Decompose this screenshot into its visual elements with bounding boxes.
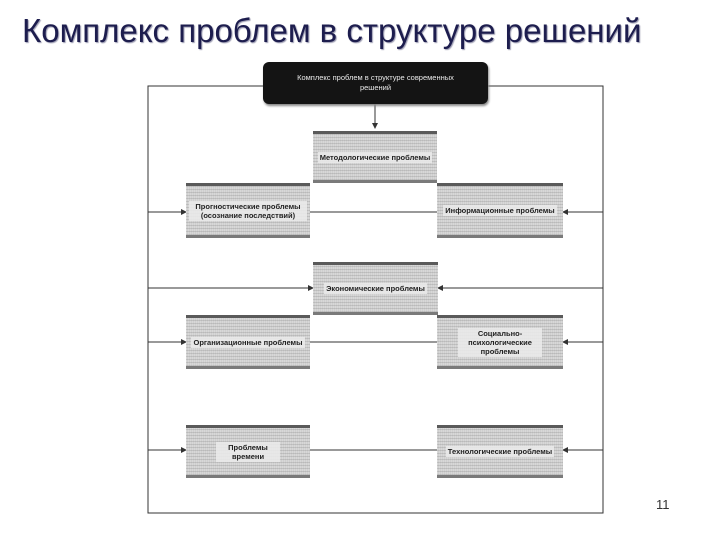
slide-title: Комплекс проблем в структуре решений — [22, 12, 642, 49]
root-node: Комплекс проблем в структуре современных… — [263, 62, 488, 104]
node-sociopsychological-label: Социально-психологические проблемы — [458, 327, 542, 357]
node-informational: Информационные проблемы — [437, 183, 563, 238]
node-economic: Экономические проблемы — [313, 262, 438, 315]
node-prognostic: Прогностические проблемы (осознание посл… — [186, 183, 310, 238]
root-node-label: Комплекс проблем в структуре современных… — [297, 73, 454, 92]
node-organizational: Организационные проблемы — [186, 315, 310, 369]
node-sociopsychological: Социально-психологические проблемы — [437, 315, 563, 369]
node-economic-label: Экономические проблемы — [324, 283, 427, 294]
node-technological-label: Технологические проблемы — [445, 446, 555, 457]
node-time-label: Проблемы времени — [216, 441, 280, 462]
node-informational-label: Информационные проблемы — [443, 205, 557, 216]
node-prognostic-label: Прогностические проблемы (осознание посл… — [189, 200, 307, 221]
node-organizational-label: Организационные проблемы — [191, 336, 305, 348]
outer-frame-line — [147, 85, 604, 514]
node-time: Проблемы времени — [186, 425, 310, 478]
page-number: 11 — [656, 497, 670, 512]
node-methodological-label: Методологические проблемы — [317, 151, 433, 163]
node-methodological: Методологические проблемы — [313, 131, 437, 183]
node-technological: Технологические проблемы — [437, 425, 563, 478]
